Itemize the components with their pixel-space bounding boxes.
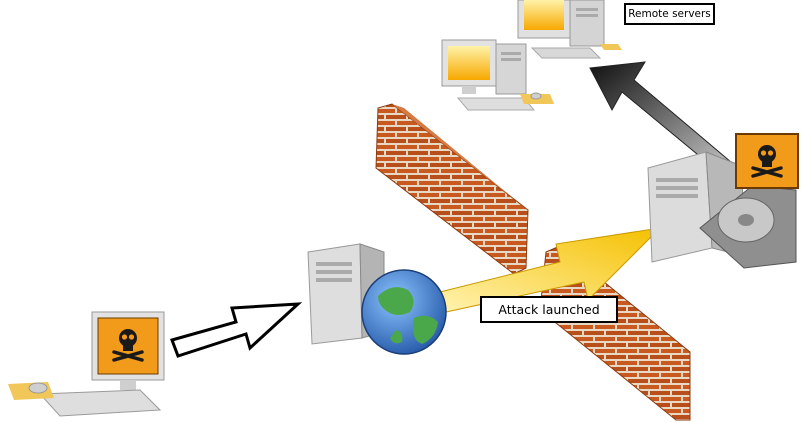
yellow-arrow-icon [439, 227, 662, 313]
outlined-arrow-icon [170, 302, 303, 358]
skull-warning-icon [735, 133, 799, 189]
infected-server-icon [647, 151, 797, 269]
firewall-wall-icon [375, 103, 529, 275]
remote-server-icon [441, 0, 622, 111]
attack-launched-label: Attack launched [480, 296, 618, 323]
globe-icon [361, 269, 447, 355]
remote-servers-label: Remote servers [624, 3, 715, 25]
attacker-computer-icon [8, 311, 165, 417]
